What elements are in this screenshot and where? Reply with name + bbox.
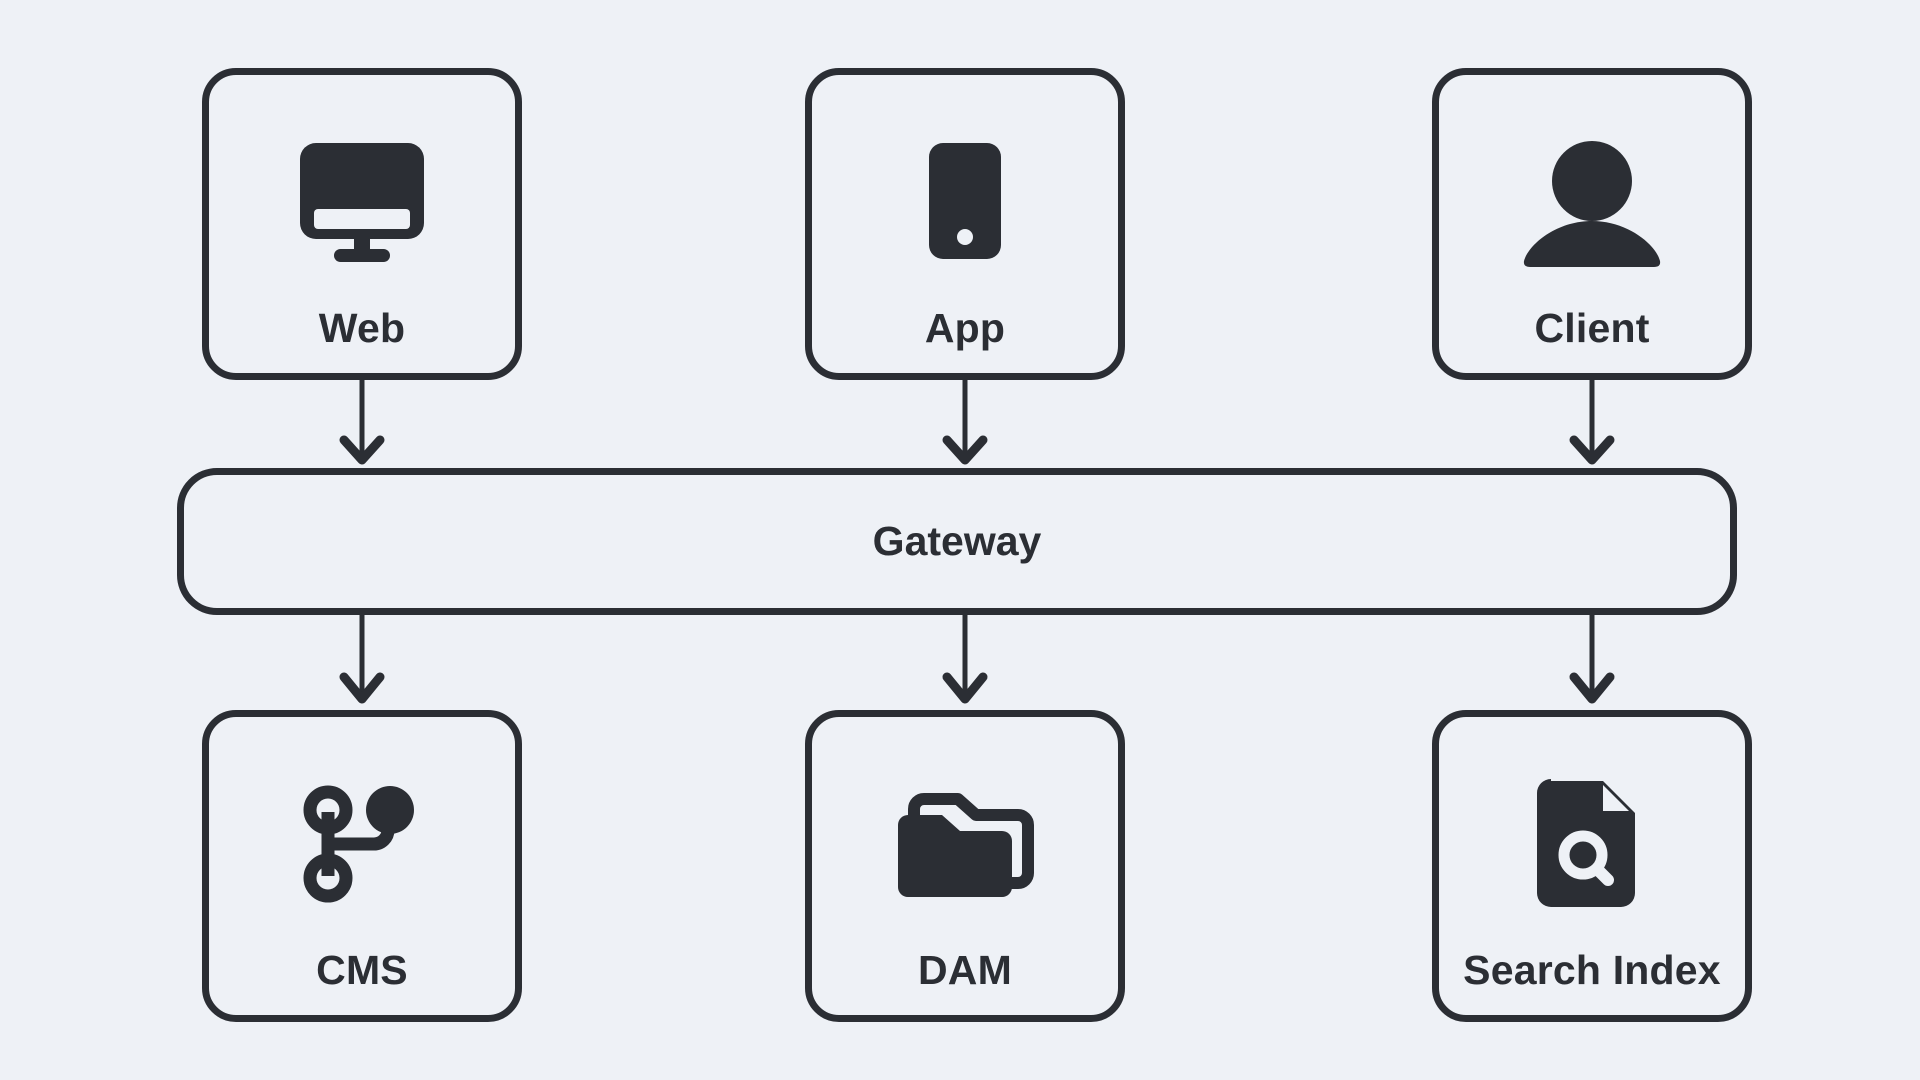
node-web[interactable]: Web <box>202 68 522 380</box>
user-person-icon <box>1522 127 1662 277</box>
folders-icon <box>896 769 1034 919</box>
file-search-icon <box>1537 769 1647 919</box>
edge-gateway-to-cms <box>339 613 385 704</box>
edge-app-to-gateway <box>942 378 988 465</box>
git-branch-icon <box>302 769 422 919</box>
node-label: Client <box>1534 305 1650 351</box>
mobile-phone-icon <box>915 127 1015 277</box>
edge-client-to-gateway <box>1569 378 1615 465</box>
node-app[interactable]: App <box>805 68 1125 380</box>
node-client[interactable]: Client <box>1432 68 1752 380</box>
edge-web-to-gateway <box>339 378 385 465</box>
node-cms[interactable]: CMS <box>202 710 522 1022</box>
gateway-bar[interactable]: Gateway <box>177 468 1737 615</box>
edge-gateway-to-search-index <box>1569 613 1615 704</box>
monitor-icon <box>296 127 428 277</box>
node-label: DAM <box>918 947 1012 993</box>
gateway-label: Gateway <box>872 518 1042 564</box>
node-dam[interactable]: DAM <box>805 710 1125 1022</box>
edge-gateway-to-dam <box>942 613 988 704</box>
node-label: Web <box>318 305 406 351</box>
node-label: CMS <box>316 947 408 993</box>
node-label: App <box>924 305 1006 351</box>
node-search-index[interactable]: Search Index <box>1432 710 1752 1022</box>
node-label: Search Index <box>1463 947 1721 993</box>
